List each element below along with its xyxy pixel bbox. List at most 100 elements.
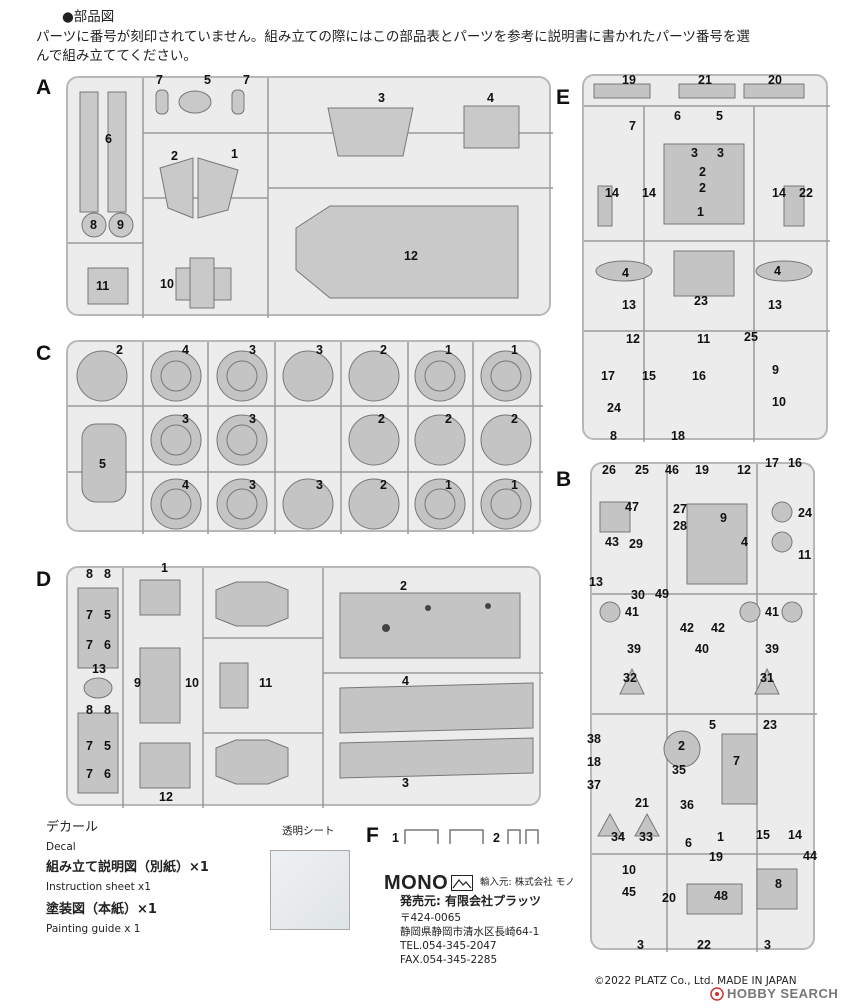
address: 静岡県静岡市清水区長崎64-1 <box>400 926 540 938</box>
instruction-label-en: Instruction sheet x1 <box>46 881 151 893</box>
mono-logo: MONO <box>384 872 449 894</box>
part-label: 28 <box>673 519 687 533</box>
part-label: 11 <box>697 332 711 346</box>
part-label: 5 <box>709 718 716 732</box>
part-label: 6 <box>674 109 681 123</box>
part-label: 5 <box>104 608 111 622</box>
part-label: 7 <box>86 638 93 652</box>
part-label: 18 <box>587 755 601 769</box>
part-label: 42 <box>680 621 694 635</box>
part-label: 43 <box>605 535 619 549</box>
sprue-c-wheels <box>68 342 543 534</box>
part-label: 9 <box>134 676 141 690</box>
part-label: 20 <box>768 73 782 87</box>
part-label: 10 <box>622 863 636 877</box>
part-label: 7 <box>86 739 93 753</box>
sprue-d-letter: D <box>36 568 52 591</box>
part-label: 3 <box>316 478 323 492</box>
clear-sheet <box>270 850 350 930</box>
part-label: 2 <box>380 343 387 357</box>
part-label: 14 <box>788 828 802 842</box>
part-label: 3 <box>249 412 256 426</box>
part-label: 2 <box>493 831 500 845</box>
part-label: 8 <box>86 567 93 581</box>
part-label: 37 <box>587 778 601 792</box>
part-label: 5 <box>104 739 111 753</box>
sprue-e-letter: E <box>556 86 571 109</box>
sprue-b: 26 25 46 19 12 17 16 47 27 28 9 24 43 29… <box>587 457 817 952</box>
part-label: 36 <box>680 798 694 812</box>
part-label: 4 <box>182 478 189 492</box>
clear-sheet-label: 透明シート <box>282 825 335 837</box>
sprue-d: 8 8 1 2 7 5 7 6 13 9 10 11 4 8 8 7 5 7 6… <box>66 562 543 808</box>
sprue-f-parts <box>404 829 539 844</box>
part-label: 14 <box>772 186 786 200</box>
part-label: 3 <box>249 478 256 492</box>
part-label: 10 <box>772 395 786 409</box>
part-label: 39 <box>627 642 641 656</box>
part-label: 48 <box>714 889 728 903</box>
part-label: 7 <box>86 767 93 781</box>
part-label: 12 <box>737 463 751 477</box>
part-label: 38 <box>587 732 601 746</box>
part-label: 47 <box>625 500 639 514</box>
part-label: 2 <box>378 412 385 426</box>
part-label: 15 <box>756 828 770 842</box>
decal-label-jp: デカール <box>46 820 99 835</box>
parts-note-line1: パーツに番号が刻印されていません。組み立ての際にはこの部品表とパーツを参考に説明… <box>36 29 750 45</box>
part-label: 1 <box>392 831 399 845</box>
importer-label: 輸入元: 株式会社 モノ <box>480 877 575 888</box>
part-label: 2 <box>380 478 387 492</box>
part-label: 8 <box>86 703 93 717</box>
part-label: 13 <box>622 298 636 312</box>
part-label: 3 <box>691 146 698 160</box>
part-label: 3 <box>717 146 724 160</box>
sprue-b-parts <box>592 464 817 952</box>
part-label: 5 <box>204 73 211 87</box>
part-label: 3 <box>182 412 189 426</box>
part-label: 46 <box>665 463 679 477</box>
fax: FAX.054-345-2285 <box>400 954 498 966</box>
part-label: 3 <box>402 776 409 790</box>
part-label: 4 <box>774 264 781 278</box>
part-label: 8 <box>104 567 111 581</box>
part-label: 2 <box>400 579 407 593</box>
part-label: 16 <box>788 456 802 470</box>
part-label: 7 <box>156 73 163 87</box>
sprue-e: 19 21 20 7 6 5 3 3 2 2 14 14 14 22 1 4 4… <box>582 73 830 442</box>
part-label: 12 <box>159 790 173 804</box>
painting-label-en: Painting guide x 1 <box>46 923 141 935</box>
part-label: 4 <box>487 91 494 105</box>
part-label: 12 <box>404 249 418 263</box>
part-label: 11 <box>259 676 273 690</box>
part-label: 9 <box>772 363 779 377</box>
part-label: 25 <box>744 330 758 344</box>
part-label: 2 <box>511 412 518 426</box>
part-label: 14 <box>605 186 619 200</box>
parts-list-title: ●部品図 <box>62 9 115 25</box>
sprue-c-letter: C <box>36 342 52 365</box>
part-label: 6 <box>105 132 112 146</box>
sprue-f-letter: F <box>366 824 379 847</box>
copyright: ©2022 PLATZ Co., Ltd. MADE IN JAPAN <box>594 975 797 987</box>
part-label: 5 <box>99 457 106 471</box>
part-label: 10 <box>185 676 199 690</box>
part-label: 40 <box>695 642 709 656</box>
part-label: 10 <box>160 277 174 291</box>
part-label: 7 <box>733 754 740 768</box>
part-label: 41 <box>765 605 779 619</box>
part-label: 29 <box>629 537 643 551</box>
part-label: 45 <box>622 885 636 899</box>
sprue-a: 7 5 7 6 3 4 2 1 8 9 12 11 10 <box>66 73 553 318</box>
part-label: 6 <box>685 836 692 850</box>
instruction-label-jp: 組み立て説明図（別紙）×1 <box>46 860 209 875</box>
part-label: 17 <box>601 369 615 383</box>
part-label: 41 <box>625 605 639 619</box>
part-label: 30 <box>631 588 645 602</box>
telephone: TEL.054-345-2047 <box>400 940 497 952</box>
part-label: 9 <box>117 218 124 232</box>
part-label: 15 <box>642 369 656 383</box>
part-label: 35 <box>672 763 686 777</box>
sprue-e-parts <box>584 83 830 442</box>
part-label: 8 <box>104 703 111 717</box>
